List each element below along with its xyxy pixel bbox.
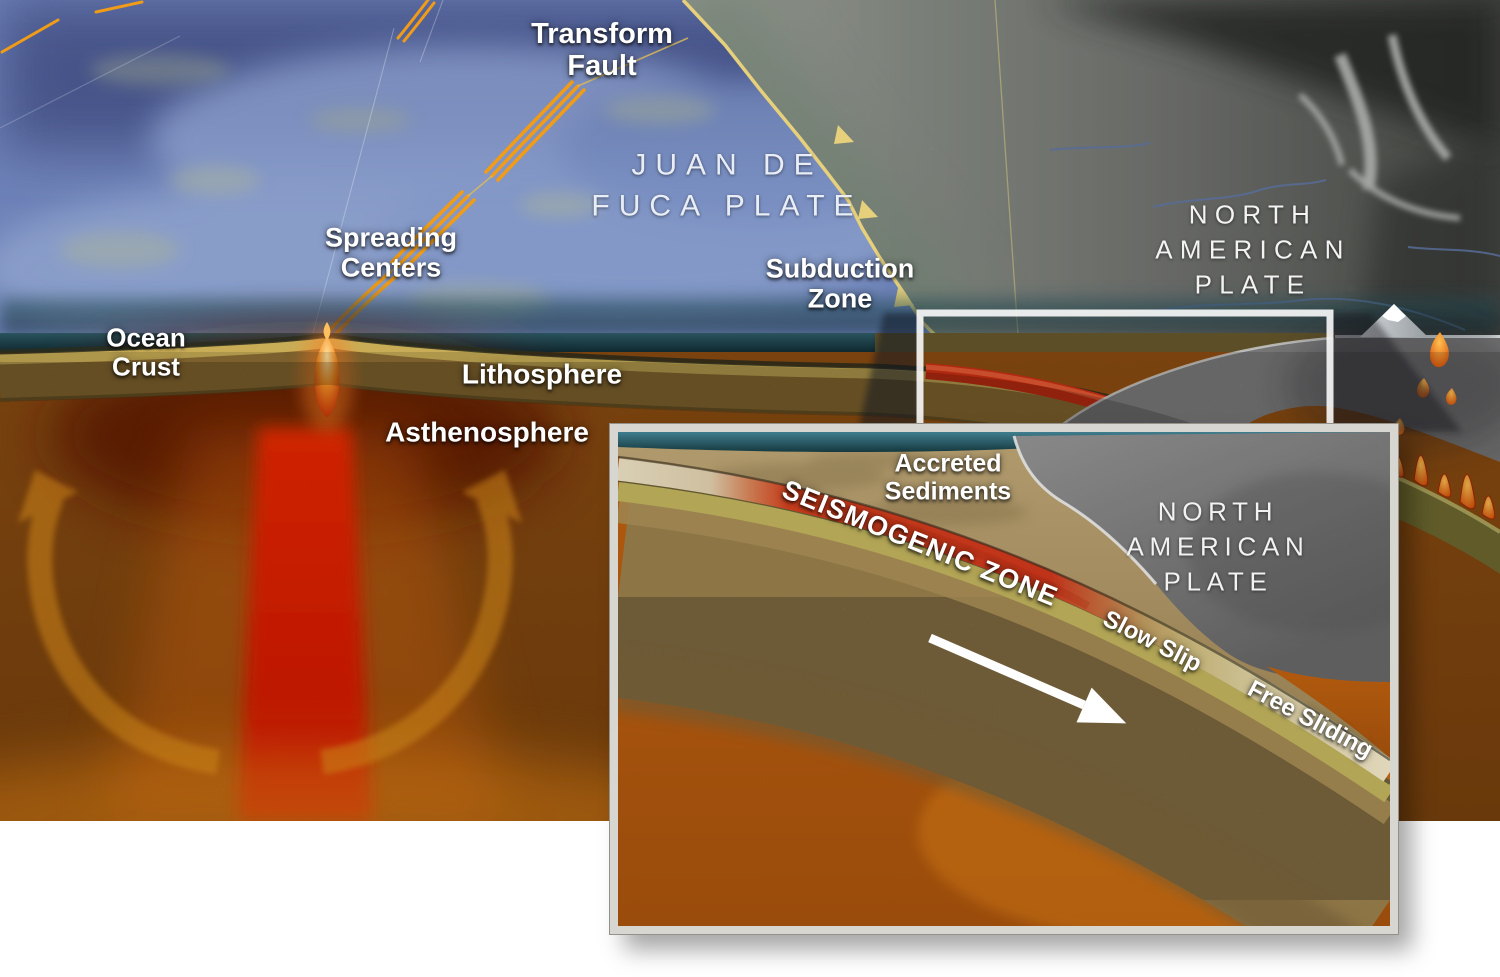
shadow-wedge-left	[858, 313, 920, 432]
inset-panel: Accreted Sediments NORTH AMERICAN PLATE …	[610, 424, 1398, 934]
plate-motion-arrow-icon	[928, 633, 1127, 724]
transform-fault-lines	[389, 37, 689, 273]
border-line	[994, 0, 1019, 336]
mantle-wedge	[1266, 666, 1390, 758]
shadow-wedge-right	[1330, 313, 1462, 432]
inset-north-american-plate	[1012, 432, 1390, 683]
fracture-lines	[312, 0, 444, 334]
slab-layer-top	[618, 457, 1390, 782]
inset-illustration	[618, 432, 1390, 926]
subducting-slab	[618, 455, 1390, 926]
map-view	[0, 0, 1500, 355]
slab-layer-yellow	[618, 481, 1390, 803]
